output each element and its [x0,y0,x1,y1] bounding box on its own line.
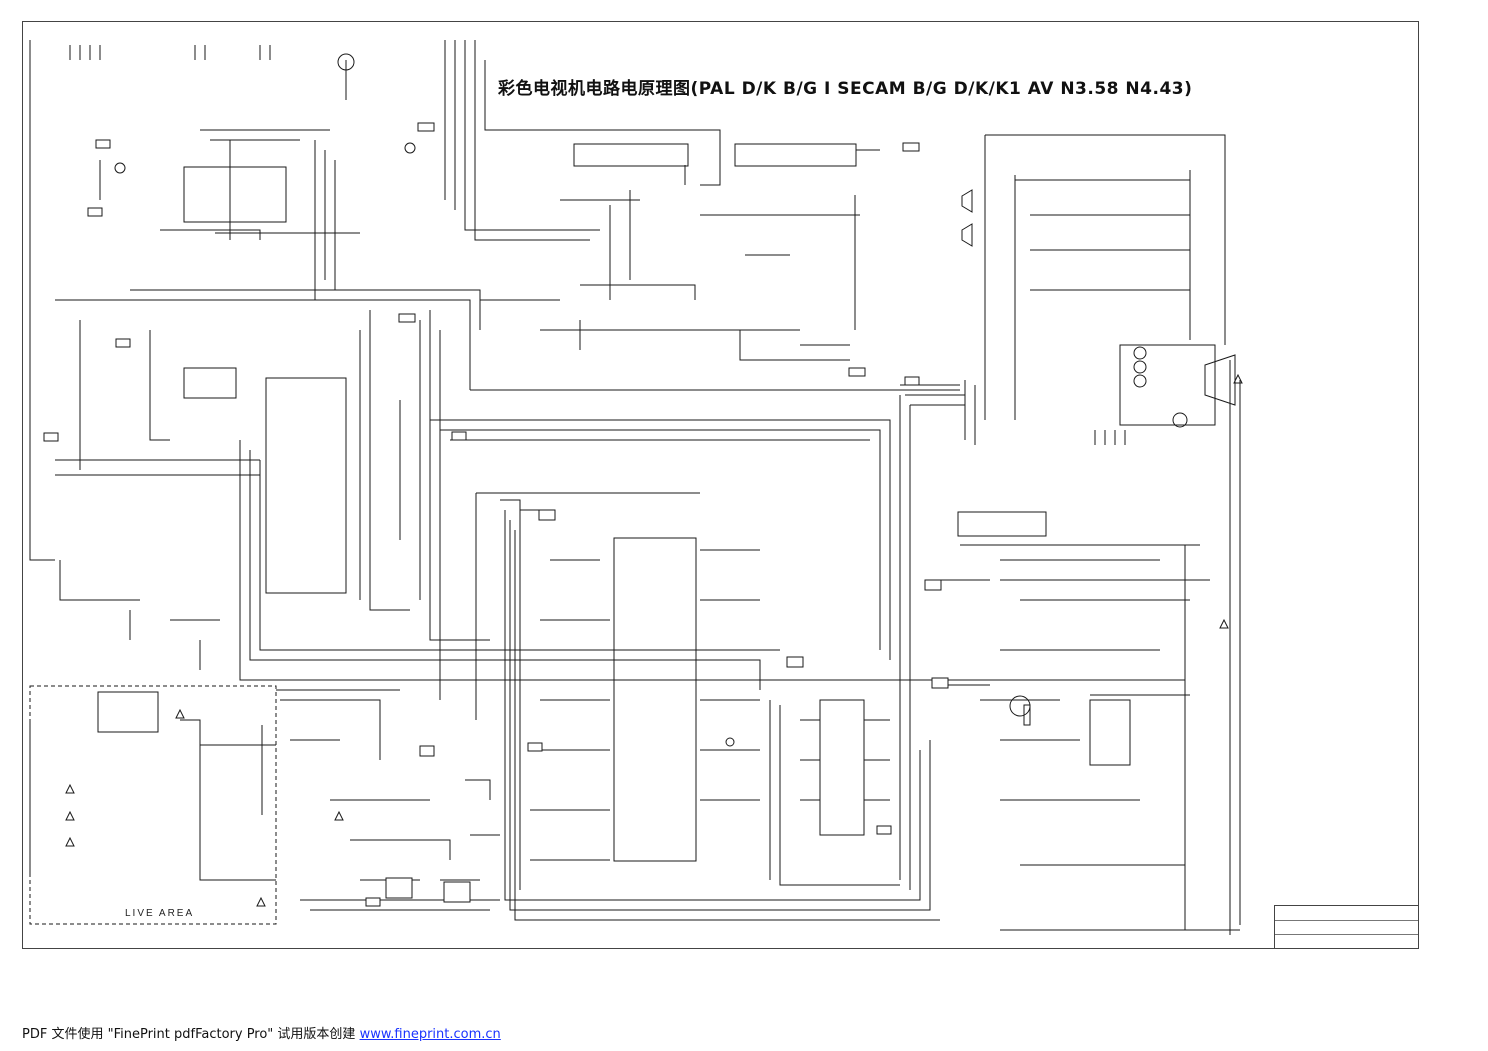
connector-box [931,677,949,689]
ic-small-right [819,699,865,836]
ic-block-top-left [183,166,287,223]
transistor-symbol [1133,346,1147,360]
ic-block-left-small [183,367,237,399]
drawing-frame [22,21,1419,949]
warning-icon [175,708,185,719]
warning-icon [65,810,75,821]
title-block-row [1275,934,1418,935]
ic-audio-top [573,143,689,167]
connector-box [87,207,103,217]
ic-right-block [957,511,1047,537]
ic-main-center [613,537,697,862]
connector-box [43,432,59,442]
connector-box [398,313,416,323]
transistor-symbol [1133,374,1147,388]
power-block-left [97,691,159,733]
footer-link[interactable]: www.fineprint.com.cn [359,1027,501,1042]
crt-socket-box [1119,344,1216,426]
connector-box [417,122,435,132]
ic-audio-top-right [734,143,857,167]
footer-note: PDF 文件使用 "FinePrint pdfFactory Pro" 试用版本… [22,1023,501,1042]
speaker-symbol [961,189,973,213]
connector-box [848,367,866,377]
connector-box [95,139,111,149]
connector-round [337,53,355,71]
transistor-symbol [1133,360,1147,374]
footer-text: PDF 文件使用 "FinePrint pdfFactory Pro" 试用版本… [22,1027,360,1042]
live-area-box [29,685,277,925]
transistor-symbol [725,737,735,747]
connector-box [115,338,131,348]
connector-box [443,881,471,903]
transistor-symbol [404,142,416,154]
connector-box [365,897,381,907]
connector-box [385,877,413,899]
warning-icon [1233,373,1243,384]
warning-icon [256,896,266,907]
connector-box [904,376,920,386]
transistor-symbol [1009,695,1031,717]
connector-box [924,579,942,591]
ic-main-left [265,377,347,594]
transistor-symbol [114,162,126,174]
warning-icon [65,836,75,847]
live-area-label: LIVE AREA [125,908,195,919]
transistor-symbol [1172,412,1188,428]
connector-box [876,825,892,835]
connector-box [786,656,804,668]
warning-icon [65,783,75,794]
warning-icon [1219,618,1229,629]
crt-symbol [1204,354,1236,406]
warning-icon [334,810,344,821]
connector-box [1089,699,1131,766]
connector-box [451,431,467,441]
title-block [1274,905,1419,949]
page-title: 彩色电视机电路电原理图(PAL D/K B/G I SECAM B/G D/K/… [498,79,1193,99]
speaker-symbol [961,223,973,247]
connector-box [527,742,543,752]
connector-box [902,142,920,152]
connector-box [419,745,435,757]
title-block-row [1275,920,1418,921]
connector-box [538,509,556,521]
